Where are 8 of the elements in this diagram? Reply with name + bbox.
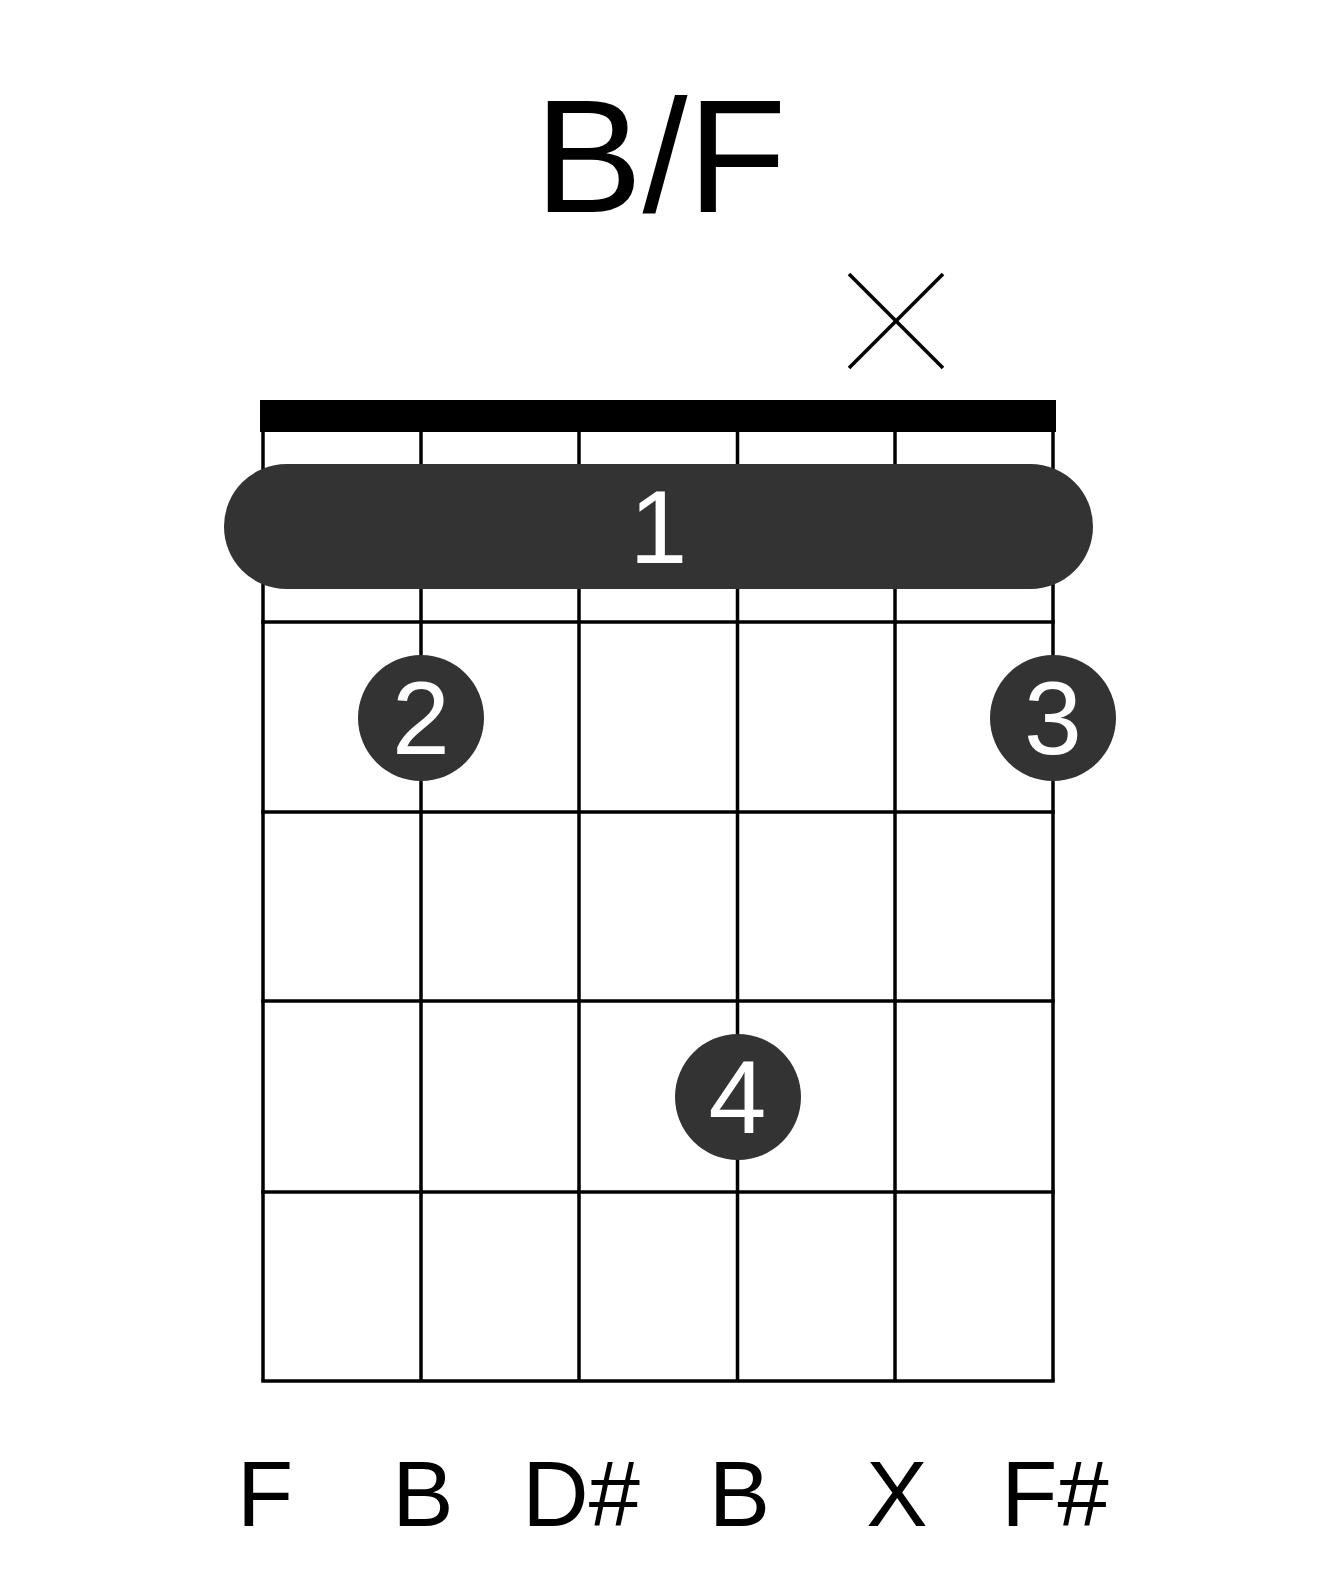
string-note-label: D# <box>522 1448 640 1540</box>
chord-title: B/F <box>534 75 787 237</box>
string-note-label: F# <box>1001 1448 1109 1540</box>
string-note-label: X <box>866 1448 928 1540</box>
barre-bar: 1 <box>224 464 1093 589</box>
string-note-label: B <box>392 1448 454 1540</box>
string-note-label: B <box>708 1448 771 1540</box>
string-note-label: F <box>236 1448 294 1540</box>
